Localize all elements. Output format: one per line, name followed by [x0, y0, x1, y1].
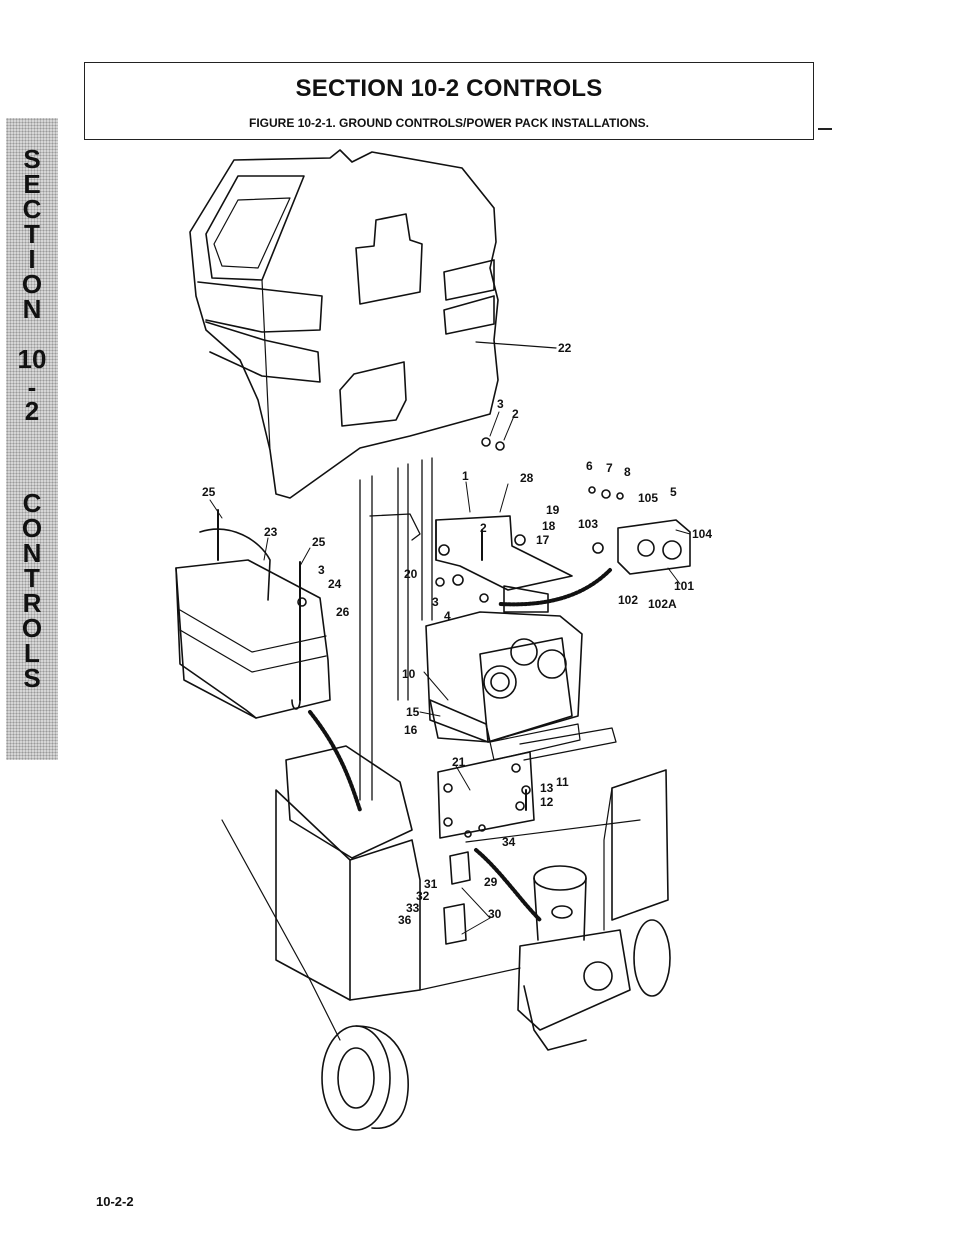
callout-label: 3: [497, 397, 504, 411]
callout-label: 12: [540, 795, 554, 809]
callout-label: 23: [264, 525, 278, 539]
tab-dash: -: [27, 372, 37, 402]
callout-label: 104: [692, 527, 712, 541]
callout-label: 2: [512, 407, 519, 421]
tab-number: 10: [17, 344, 47, 374]
power-unit-motor: [517, 865, 631, 1051]
callout-label: 32: [416, 889, 430, 903]
callout-label: 21: [452, 755, 466, 769]
callout-label: 3: [318, 563, 325, 577]
cover-assembly: [189, 149, 557, 499]
mounting-plate: [437, 727, 617, 839]
callout-label: 1: [462, 469, 469, 483]
callout-label: 102A: [648, 597, 677, 611]
section-side-tab: S E C T I O N 10 - 2 C O N T R O L S: [6, 118, 58, 760]
callout-label: 18: [542, 519, 556, 533]
callout-label: 13: [540, 781, 554, 795]
figure-caption: FIGURE 10-2-1. GROUND CONTROLS/POWER PAC…: [248, 116, 649, 130]
callout-label: 6: [586, 459, 593, 473]
callout-leaders: [209, 411, 691, 935]
tab-letter: L: [24, 638, 40, 668]
tab-letter: S: [23, 663, 41, 693]
callout-label: 10: [402, 667, 416, 681]
callout-label: 26: [336, 605, 350, 619]
callout-label: 102: [618, 593, 638, 607]
tab-letter: E: [23, 169, 41, 199]
callout-label: 30: [488, 907, 502, 921]
callout-label: 16: [404, 723, 418, 737]
callout-label: 17: [536, 533, 550, 547]
page-number: 10-2-2: [96, 1194, 134, 1209]
header-tick-mark: [818, 128, 832, 130]
tab-letter: I: [28, 244, 36, 274]
callout-label: 29: [484, 875, 498, 889]
callout-label: 22: [558, 341, 572, 355]
section-title: SECTION 10-2 CONTROLS: [295, 75, 603, 102]
callout-label: 19: [546, 503, 560, 517]
tab-letter: N: [22, 294, 42, 324]
section-header-box: SECTION 10-2 CONTROLS FIGURE 10-2-1. GRO…: [84, 62, 814, 140]
base-chassis: [221, 745, 669, 1041]
battery-assembly: [175, 509, 362, 812]
stop-switch-box: [498, 519, 691, 607]
control-box: [425, 611, 583, 761]
callout-label: 36: [398, 913, 412, 927]
tab-letter: T: [24, 219, 40, 249]
tab-letter: T: [24, 563, 40, 593]
callout-label: 24: [328, 577, 342, 591]
callout-label: 25: [202, 485, 216, 499]
tab-letter: O: [21, 613, 43, 643]
tab-letter: S: [23, 144, 41, 174]
tab-letter: N: [22, 538, 42, 568]
callout-label: 31: [424, 877, 438, 891]
callout-label: 25: [312, 535, 326, 549]
callout-label: 28: [520, 471, 534, 485]
mounting-bracket: [369, 513, 573, 613]
callout-label: 101: [674, 579, 694, 593]
callout-label: 7: [606, 461, 613, 475]
callout-label: 2: [480, 521, 487, 535]
tab-letter: O: [21, 513, 43, 543]
callout-label: 8: [624, 465, 631, 479]
hardware-fasteners: [297, 437, 624, 945]
tab-letter: O: [21, 269, 43, 299]
leader-22: [475, 341, 557, 349]
mast-uprights: [359, 457, 433, 801]
wheels: [321, 919, 671, 1131]
callout-label: 33: [406, 901, 420, 915]
callout-label: 4: [444, 609, 451, 623]
tab-letter: R: [22, 588, 42, 618]
callout-label: 103: [578, 517, 598, 531]
callout-label: 34: [502, 835, 516, 849]
callout-label: 15: [406, 705, 420, 719]
tab-letter: C: [22, 488, 42, 518]
callout-label: 105: [638, 491, 658, 505]
callout-label: 11: [556, 775, 569, 789]
callout-label: 5: [670, 485, 677, 499]
tab-letter: C: [22, 194, 42, 224]
callout-label: 20: [404, 567, 418, 581]
callout-label: 3: [432, 595, 439, 609]
tab-number: 2: [24, 396, 40, 426]
